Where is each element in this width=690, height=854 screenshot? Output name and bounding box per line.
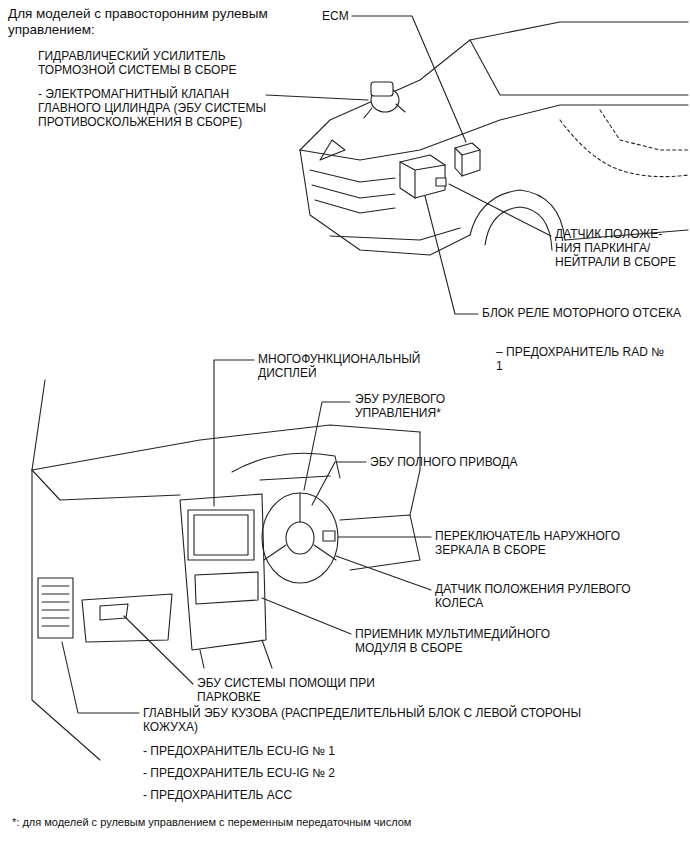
part-label: ЭБУ РУЛЕВОГО УПРАВЛЕНИЯ* [355,392,495,420]
vehicle-drawing [300,22,688,255]
part-label: МНОГОФУНКЦИОНАЛЬНЫЙ ДИСПЛЕЙ [258,352,428,380]
part-label: ГИДРАВЛИЧЕСКИЙ УСИЛИТЕЛЬ ТОРМОЗНОЙ СИСТЕ… [38,49,278,77]
part-label: - ПРЕДОХРАНИТЕЛЬ ECU-IG № 1 [143,744,443,758]
part-label: - ПРЕДОХРАНИТЕЛЬ ACC [143,788,443,802]
brake-booster [364,82,405,118]
ecm-unit [455,143,480,176]
part-label: ДАТЧИК ПОЛОЖЕНИЯ РУЛЕВОГО КОЛЕСА [435,582,645,610]
part-label: БЛОК РЕЛЕ МОТОРНОГО ОТСЕКА [482,306,682,320]
diagram-title: Для моделей с правосторонним рулевым упр… [8,6,313,38]
part-label: - ЭЛЕКТРОМАГНИТНЫЙ КЛАПАН ГЛАВНОГО ЦИЛИН… [38,87,273,129]
part-label: ЭБУ СИСТЕМЫ ПОМОЩИ ПРИ ПАРКОВКЕ [197,676,417,704]
part-label: ПЕРЕКЛЮЧАТЕЛЬ НАРУЖНОГО ЗЕРКАЛА В СБОРЕ [435,529,675,557]
part-label: ECM [322,9,362,23]
part-label: – ПРЕДОХРАНИТЕЛЬ RAD № 1 [496,345,666,373]
footnote-caption: *: для моделей с рулевым управлением с п… [12,816,672,829]
part-label: - ПРЕДОХРАНИТЕЛЬ ECU-IG № 2 [143,766,443,780]
engine-room-relay-block [400,155,445,198]
part-label: ГЛАВНЫЙ ЭБУ КУЗОВА (РАСПРЕДЕЛИТЕЛЬНЫЙ БЛ… [143,706,583,734]
park-neutral-switch [436,178,446,186]
part-label: ДАТЧИК ПОЛОЖЕ- НИЯ ПАРКИНГА/ НЕЙТРАЛИ В … [555,227,683,269]
part-label: ПРИЕМНИК МУЛЬТИМЕДИЙНОГО МОДУЛЯ В СБОРЕ [355,627,585,655]
dashboard-drawing [32,380,420,760]
part-label: ЭБУ ПОЛНОГО ПРИВОДА [370,455,540,469]
